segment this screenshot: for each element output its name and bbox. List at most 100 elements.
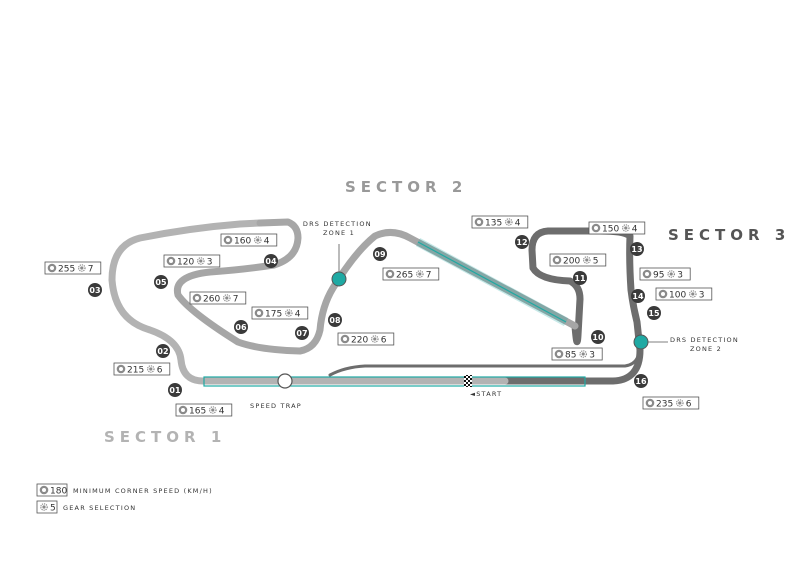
sector-1-label: SECTOR 1 bbox=[104, 428, 226, 446]
corner-gear: 4 bbox=[219, 407, 225, 417]
corner-speed: 85 bbox=[565, 351, 576, 361]
svg-text:180: 180 bbox=[50, 487, 67, 497]
speed-icon bbox=[591, 223, 601, 233]
speed-icon bbox=[645, 398, 655, 408]
speed-icon bbox=[658, 289, 668, 299]
corner-gear: 6 bbox=[686, 400, 692, 410]
track-sector-2 bbox=[173, 218, 579, 355]
corner-speed: 120 bbox=[177, 258, 194, 268]
corner-number-dot bbox=[168, 383, 182, 397]
corner-info-box bbox=[588, 221, 646, 235]
corner-gear: 3 bbox=[589, 351, 595, 361]
corner-number: 03 bbox=[89, 286, 100, 295]
speed-icon bbox=[554, 349, 564, 359]
speed-icon bbox=[178, 405, 188, 415]
corner-info-box bbox=[549, 253, 607, 267]
corner-number-dot bbox=[88, 283, 102, 297]
corner-speed: 260 bbox=[203, 295, 220, 305]
corner-number: 12 bbox=[516, 238, 527, 247]
corner-number: 10 bbox=[592, 333, 604, 342]
corner-info-box bbox=[551, 347, 603, 361]
speed-icon bbox=[340, 334, 350, 344]
corner-number: 01 bbox=[169, 386, 181, 395]
corner-gear: 7 bbox=[88, 265, 94, 275]
corner-info-box bbox=[655, 287, 713, 301]
corner-info-box bbox=[382, 267, 440, 281]
corner-info-box bbox=[163, 254, 221, 268]
corner-speed: 95 bbox=[653, 271, 664, 281]
speed-icon bbox=[116, 364, 126, 374]
corner-speed: 165 bbox=[189, 407, 206, 417]
corner-speed: 235 bbox=[656, 400, 673, 410]
corner-info-box bbox=[113, 362, 171, 376]
corner-number-dot bbox=[515, 235, 529, 249]
corner-number-dot bbox=[264, 254, 278, 268]
start-finish-line bbox=[464, 375, 472, 387]
corner-number-dot bbox=[631, 289, 645, 303]
corner-05: 120 3 05 bbox=[154, 254, 221, 289]
speed-icon bbox=[39, 485, 49, 495]
corner-speed: 150 bbox=[602, 225, 619, 235]
corner-number: 14 bbox=[632, 292, 644, 301]
sector-2-label: SECTOR 2 bbox=[345, 178, 467, 196]
corner-speed: 215 bbox=[127, 366, 144, 376]
corner-number-dot bbox=[295, 326, 309, 340]
corner-number: 04 bbox=[265, 257, 277, 266]
corner-info-box bbox=[471, 215, 529, 229]
corner-01: 165 4 01 bbox=[168, 383, 233, 417]
corner-info-box bbox=[251, 306, 309, 320]
corner-speed: 160 bbox=[234, 237, 251, 247]
corner-number: 02 bbox=[157, 347, 168, 356]
corner-number: 06 bbox=[235, 323, 247, 332]
start-label: ◄START bbox=[470, 390, 502, 398]
corner-number-dot bbox=[591, 330, 605, 344]
corner-number: 11 bbox=[574, 274, 586, 283]
corner-speed: 135 bbox=[485, 219, 502, 229]
corner-number-dot bbox=[634, 374, 648, 388]
corner-gear: 3 bbox=[677, 271, 683, 281]
corner-speed: 175 bbox=[265, 310, 282, 320]
corner-info-box bbox=[44, 261, 102, 275]
legend: 180 MINIMUM CORNER SPEED (KM/H) 5 GEAR S… bbox=[36, 483, 212, 514]
corner-gear: 4 bbox=[515, 219, 521, 229]
corner-gear: 5 bbox=[593, 257, 599, 267]
legend-speed: 180 MINIMUM CORNER SPEED (KM/H) bbox=[36, 483, 212, 497]
speed-trap-label: SPEED TRAP bbox=[250, 402, 302, 410]
corner-gear: 4 bbox=[295, 310, 301, 320]
corner-number: 15 bbox=[648, 309, 660, 318]
corner-12: 135 4 12 bbox=[471, 215, 529, 249]
corner-number-dot bbox=[573, 271, 587, 285]
corner-07: 175 4 07 bbox=[251, 306, 309, 340]
sector-3-label: SECTOR 3 bbox=[668, 226, 790, 244]
corner-number-dot bbox=[234, 320, 248, 334]
track-sector-3 bbox=[328, 227, 644, 385]
drs-detection-zone-2-label: DRS DETECTION ZONE 2 bbox=[670, 336, 742, 353]
track-sector-1 bbox=[108, 219, 509, 385]
speed-icon bbox=[642, 269, 652, 279]
corner-number: 16 bbox=[635, 377, 647, 386]
speed-icon bbox=[166, 256, 176, 266]
corner-info-box bbox=[337, 332, 395, 346]
corner-gear: 4 bbox=[632, 225, 638, 235]
drs-zones bbox=[203, 238, 586, 387]
corner-number: 07 bbox=[296, 329, 307, 338]
corner-speed: 100 bbox=[669, 291, 686, 301]
corner-02: 215 6 02 bbox=[113, 344, 171, 376]
corner-10: 85 3 10 bbox=[551, 330, 605, 361]
corner-gear: 3 bbox=[207, 258, 213, 268]
corner-info-box bbox=[175, 403, 233, 417]
corner-14: 95 3 14 bbox=[631, 267, 691, 303]
corner-number-dot bbox=[373, 247, 387, 261]
corner-gear: 7 bbox=[426, 271, 432, 281]
speed-icon bbox=[223, 235, 233, 245]
svg-text:5: 5 bbox=[50, 504, 56, 514]
corner-16: 235 6 16 bbox=[634, 374, 700, 410]
corner-number: 05 bbox=[155, 278, 167, 287]
corner-gear: 6 bbox=[157, 366, 163, 376]
